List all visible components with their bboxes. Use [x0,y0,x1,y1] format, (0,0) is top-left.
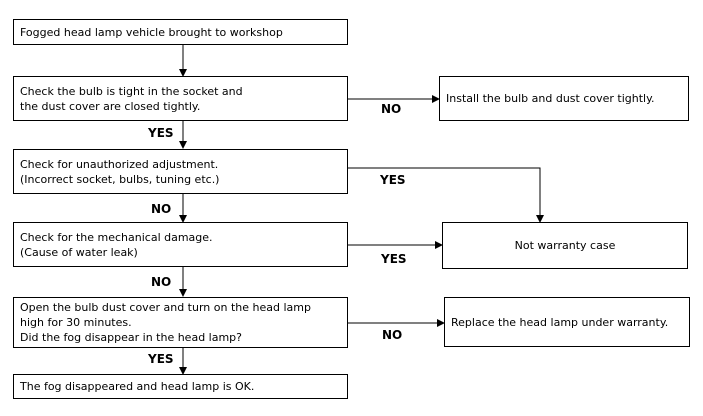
check-damage-line-1: Check for the mechanical damage. [20,230,213,244]
install-bulb-box: Install the bulb and dust cover tightly. [439,76,689,121]
label-adjustment-yes: YES [380,173,406,187]
label-fog-yes: YES [148,352,174,366]
label-damage-yes: YES [381,252,407,266]
install-bulb-line-1: Install the bulb and dust cover tightly. [446,92,655,105]
open-cover-line-2: high for 30 minutes. [20,316,132,329]
label-bulb-yes: YES [148,126,174,140]
not-warranty-box: Not warranty case [442,222,688,269]
start-box: Fogged head lamp vehicle brought to work… [13,19,348,45]
check-bulb-box: Check the bulb is tight in the socket an… [13,76,348,121]
check-adjustment-line-2: (Incorrect socket, bulbs, tuning etc.) [20,172,220,186]
open-cover-box: Open the bulb dust cover and turn on the… [13,297,348,348]
label-bulb-no: NO [381,102,402,116]
replace-lamp-box: Replace the head lamp under warranty. [444,297,690,347]
start-line-1: Fogged head lamp vehicle brought to work… [20,25,283,39]
check-damage-line-2: (Cause of water leak) [20,245,138,259]
check-damage-box: Check for the mechanical damage. (Cause … [13,222,348,267]
label-fog-no: NO [382,328,403,342]
arrow-adjustment-yes-to-not-warranty [348,167,544,223]
check-bulb-line-1: Check the bulb is tight in the socket an… [20,84,243,98]
replace-lamp-line-1: Replace the head lamp under warranty. [451,315,669,329]
label-adjustment-no: NO [151,202,172,216]
open-cover-line-3: Did the fog disappear in the head lamp? [20,331,243,344]
fog-ok-line-1: The fog disappeared and head lamp is OK. [20,380,255,393]
check-adjustment-line-1: Check for unauthorized adjustment. [20,157,219,171]
not-warranty-line-1: Not warranty case [514,239,616,252]
fog-ok-box: The fog disappeared and head lamp is OK. [13,374,348,399]
check-adjustment-box: Check for unauthorized adjustment. (Inco… [13,149,348,194]
open-cover-line-1: Open the bulb dust cover and turn on the… [20,301,311,314]
label-damage-no: NO [151,275,172,289]
check-bulb-line-2: the dust cover are closed tightly. [20,99,201,113]
